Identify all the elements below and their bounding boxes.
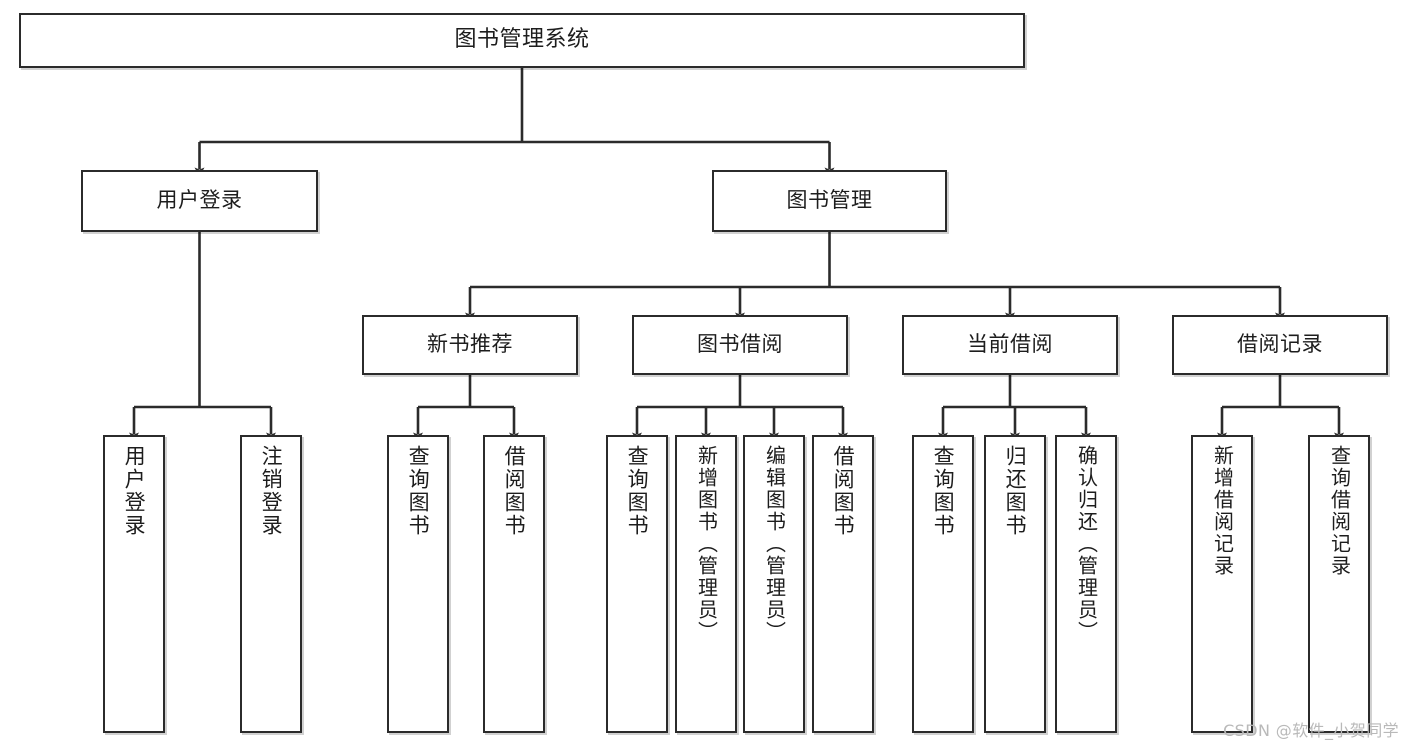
node-leaf-confirm-return[interactable]: 确认归还（管理员） bbox=[1055, 435, 1117, 733]
node-leaf-query-record[interactable]: 查询借阅记录 bbox=[1308, 435, 1370, 733]
node-leaf-query-record-label: 查询借阅记录 bbox=[1327, 445, 1352, 577]
node-leaf-logout[interactable]: 注销登录 bbox=[240, 435, 302, 733]
node-new-book-recommend-label: 新书推荐 bbox=[427, 332, 513, 357]
node-user-login-label: 用户登录 bbox=[156, 188, 243, 213]
node-leaf-add-book-label: 新增图书（管理员） bbox=[694, 445, 719, 643]
node-root-label: 图书管理系统 bbox=[454, 27, 590, 53]
node-leaf-user-login-label: 用户登录 bbox=[122, 445, 147, 537]
node-leaf-edit-book[interactable]: 编辑图书（管理员） bbox=[743, 435, 805, 733]
node-leaf-add-record[interactable]: 新增借阅记录 bbox=[1191, 435, 1253, 733]
node-root[interactable]: 图书管理系统 bbox=[19, 13, 1025, 68]
node-leaf-query-book[interactable]: 查询图书 bbox=[606, 435, 668, 733]
node-book-management[interactable]: 图书管理 bbox=[712, 170, 947, 232]
node-borrow-record[interactable]: 借阅记录 bbox=[1172, 315, 1388, 375]
node-leaf-query-book-current[interactable]: 查询图书 bbox=[912, 435, 974, 733]
node-leaf-edit-book-label: 编辑图书（管理员） bbox=[762, 445, 787, 643]
node-leaf-logout-label: 注销登录 bbox=[259, 445, 284, 537]
node-borrow-record-label: 借阅记录 bbox=[1237, 332, 1323, 357]
node-book-management-label: 图书管理 bbox=[786, 188, 873, 213]
watermark-text: CSDN @软件_小贺同学 bbox=[1223, 721, 1399, 740]
node-user-login[interactable]: 用户登录 bbox=[81, 170, 318, 232]
node-leaf-query-book-label: 查询图书 bbox=[625, 445, 650, 537]
node-book-borrow-label: 图书借阅 bbox=[697, 332, 783, 357]
node-leaf-borrow-book-recommend-label: 借阅图书 bbox=[502, 445, 527, 537]
node-leaf-query-book-current-label: 查询图书 bbox=[931, 445, 956, 537]
node-leaf-user-login[interactable]: 用户登录 bbox=[103, 435, 165, 733]
edges-group bbox=[129, 68, 1344, 442]
node-leaf-add-record-label: 新增借阅记录 bbox=[1210, 445, 1235, 577]
node-current-borrow[interactable]: 当前借阅 bbox=[902, 315, 1118, 375]
node-leaf-confirm-return-label: 确认归还（管理员） bbox=[1074, 445, 1099, 643]
node-leaf-query-book-recommend[interactable]: 查询图书 bbox=[387, 435, 449, 733]
node-book-borrow[interactable]: 图书借阅 bbox=[632, 315, 848, 375]
node-leaf-query-book-recommend-label: 查询图书 bbox=[406, 445, 431, 537]
node-leaf-borrow-book[interactable]: 借阅图书 bbox=[812, 435, 874, 733]
node-leaf-borrow-book-recommend[interactable]: 借阅图书 bbox=[483, 435, 545, 733]
node-leaf-add-book[interactable]: 新增图书（管理员） bbox=[675, 435, 737, 733]
node-current-borrow-label: 当前借阅 bbox=[967, 332, 1053, 357]
node-leaf-borrow-book-label: 借阅图书 bbox=[831, 445, 856, 537]
node-new-book-recommend[interactable]: 新书推荐 bbox=[362, 315, 578, 375]
node-leaf-return-book[interactable]: 归还图书 bbox=[984, 435, 1046, 733]
node-leaf-return-book-label: 归还图书 bbox=[1003, 445, 1028, 537]
